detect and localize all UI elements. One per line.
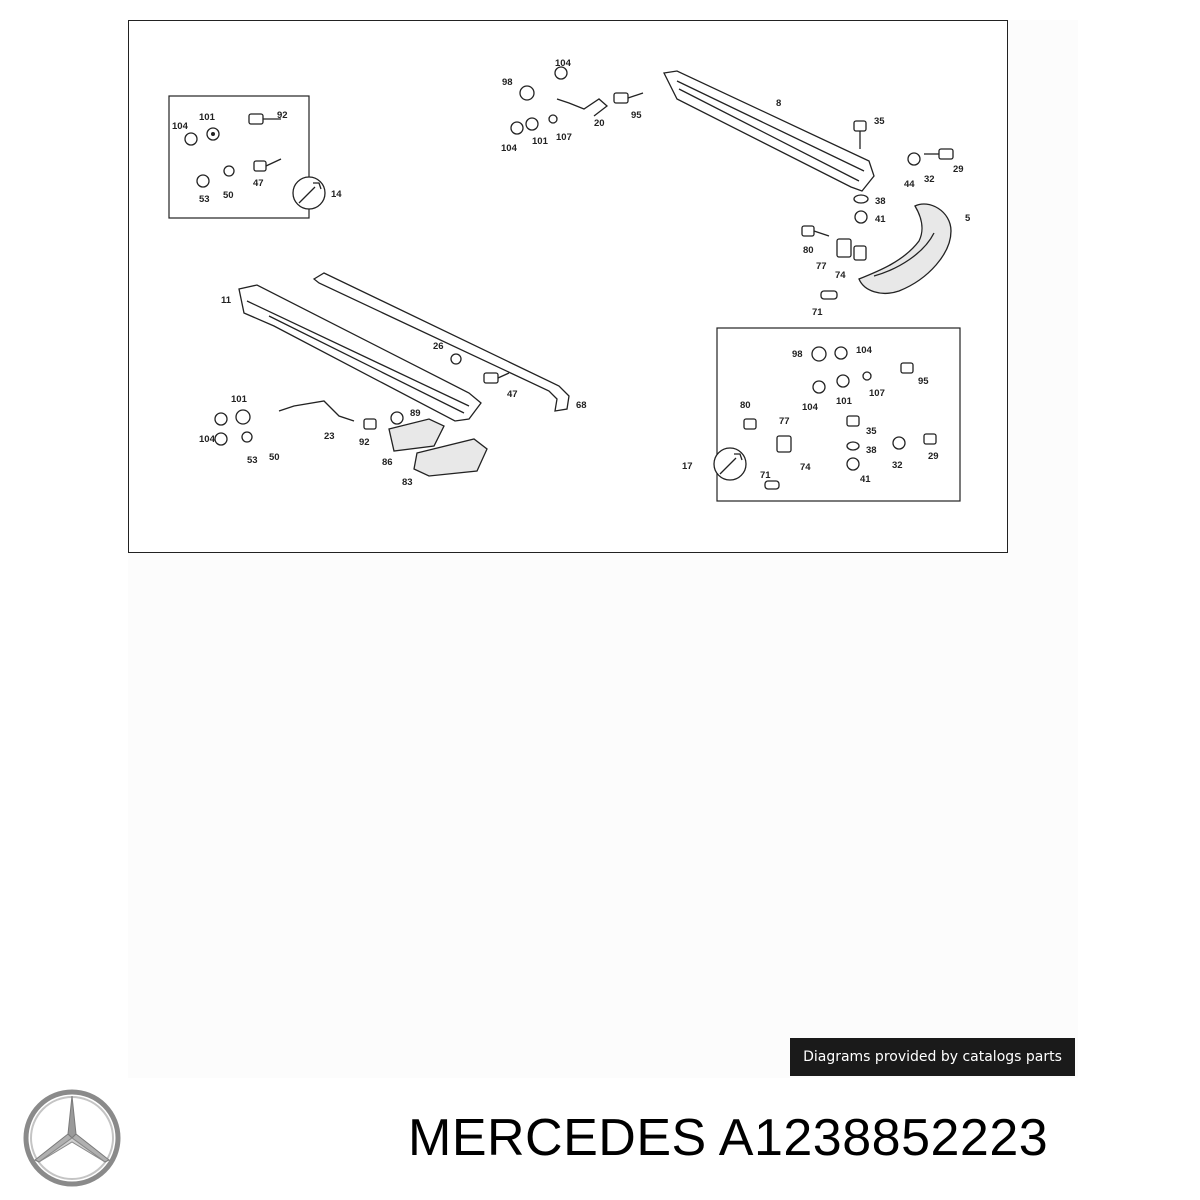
part-label: 44 xyxy=(904,179,915,190)
part-label: 86 xyxy=(382,457,393,468)
part-label: 11 xyxy=(221,295,232,306)
part-label: 104 xyxy=(199,434,216,445)
part-label: 95 xyxy=(631,110,642,121)
part-label: 50 xyxy=(269,452,280,463)
part-label: 74 xyxy=(800,462,811,473)
part-label: 53 xyxy=(199,194,210,205)
bumper-bar-lower xyxy=(238,284,482,422)
part-label: 29 xyxy=(953,164,964,175)
step-pad-lower xyxy=(413,438,488,477)
wrench-icon xyxy=(713,447,747,481)
rubber-strip xyxy=(312,272,570,412)
part-title: MERCEDES A1238852223 xyxy=(408,1109,1049,1167)
part-label: 104 xyxy=(172,121,189,132)
part-label: 53 xyxy=(247,455,258,466)
part-label: 17 xyxy=(682,461,693,472)
part-label: 47 xyxy=(253,178,264,189)
part-label: 38 xyxy=(875,196,886,207)
part-label: 74 xyxy=(835,270,846,281)
part-label: 83 xyxy=(402,477,413,488)
part-labels: 104 101 92 53 50 47 14 98 104 20 95 104 … xyxy=(172,58,971,488)
wrench-icon xyxy=(292,176,326,210)
part-label: 101 xyxy=(836,396,853,407)
part-label: 104 xyxy=(501,143,518,154)
part-label: 50 xyxy=(223,190,234,201)
detail-box-left xyxy=(168,95,310,219)
diagram-area: 104 101 92 53 50 47 14 98 104 20 95 104 … xyxy=(128,20,1078,1078)
part-label: 104 xyxy=(856,345,873,356)
bumper-end-right xyxy=(858,203,952,294)
part-label: 38 xyxy=(866,445,877,456)
part-label: 98 xyxy=(502,77,513,88)
part-label: 77 xyxy=(779,416,790,427)
part-label: 92 xyxy=(277,110,288,121)
part-label: 80 xyxy=(803,245,814,256)
part-label: 89 xyxy=(410,408,421,419)
part-label: 107 xyxy=(556,132,572,143)
mercedes-star-icon xyxy=(22,1088,122,1188)
part-label: 14 xyxy=(331,189,342,200)
part-label: 8 xyxy=(776,98,781,109)
part-label: 41 xyxy=(875,214,886,225)
part-label: 101 xyxy=(532,136,549,147)
parts-diagram: 104 101 92 53 50 47 14 98 104 20 95 104 … xyxy=(128,20,1008,553)
part-label: 104 xyxy=(555,58,572,69)
part-label: 32 xyxy=(924,174,935,185)
part-label: 92 xyxy=(359,437,370,448)
part-label: 47 xyxy=(507,389,518,400)
part-label: 23 xyxy=(324,431,335,442)
fasteners xyxy=(184,66,954,490)
part-label: 35 xyxy=(874,116,885,127)
part-label: 5 xyxy=(965,213,971,224)
part-label: 80 xyxy=(740,400,751,411)
part-label: 68 xyxy=(576,400,587,411)
part-label: 41 xyxy=(860,474,871,485)
part-label: 71 xyxy=(760,470,771,481)
part-label: 26 xyxy=(433,341,444,352)
part-label: 101 xyxy=(199,112,216,123)
parts-diagram-drawing: 104 101 92 53 50 47 14 98 104 20 95 104 … xyxy=(168,58,971,502)
part-label: 77 xyxy=(816,261,827,272)
bracket-23 xyxy=(278,400,355,422)
part-label: 71 xyxy=(812,307,823,318)
part-label: 35 xyxy=(866,426,877,437)
bracket-20 xyxy=(556,98,609,117)
part-label: 95 xyxy=(918,376,929,387)
part-label: 32 xyxy=(892,460,903,471)
diagram-attribution-badge: Diagrams provided by catalogs parts xyxy=(790,1038,1075,1076)
part-label: 101 xyxy=(231,394,248,405)
part-label: 104 xyxy=(802,402,819,413)
part-label: 98 xyxy=(792,349,803,360)
part-label: 107 xyxy=(869,388,885,399)
part-label: 29 xyxy=(928,451,939,462)
detail-box-right xyxy=(716,327,961,502)
bumper-bar-upper xyxy=(663,70,875,192)
part-label: 20 xyxy=(594,118,605,129)
step-pad-upper xyxy=(388,418,445,452)
